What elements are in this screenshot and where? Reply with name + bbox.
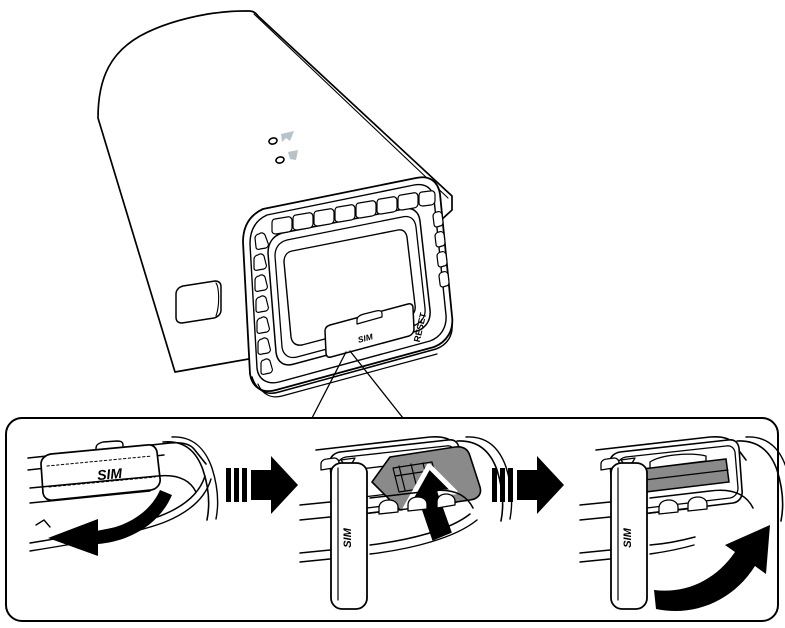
s3-body-line-1 [579, 489, 754, 509]
signal-led-icon [268, 137, 278, 145]
detail-panel: SIM [5, 417, 785, 622]
device-sim-label: SIM [357, 331, 375, 345]
s1-edge-right-1 [162, 441, 210, 521]
step-3-close-cover: SIM [579, 435, 785, 612]
t2-bar-1 [492, 468, 497, 502]
s3-sim-cover-flap-outline[interactable] [610, 462, 648, 610]
callout-line-left [311, 351, 347, 419]
side-port-inner [215, 282, 220, 317]
t1-bar-2 [234, 468, 239, 502]
s2-body-line-3 [299, 513, 471, 554]
status-led-icon [275, 156, 285, 164]
s1-open-arrow [48, 490, 172, 556]
device-illustration: SIM RESET [97, 10, 454, 398]
side-port [175, 280, 222, 324]
signal-led-glyph [281, 131, 294, 142]
device-sim-cover-outline[interactable] [324, 303, 415, 358]
s1-sim-label: SIM [96, 465, 123, 483]
s1-sim-cover-outline[interactable] [40, 443, 161, 502]
bezel-outer-inner-edge [249, 183, 447, 384]
t1-bar-1 [226, 468, 231, 502]
s2-body-line-4 [299, 519, 478, 563]
device-sim-cover-tab [356, 310, 383, 325]
detail-panel-border [5, 417, 779, 622]
s3-close-arrow [654, 525, 770, 612]
s3-edge-right-1 [736, 440, 784, 522]
t1-bar-3 [242, 468, 247, 502]
s2-body-line-1 [299, 489, 474, 509]
s2-sim-cover-flap[interactable]: SIM [330, 462, 368, 610]
s2-vent-bumps [378, 493, 456, 515]
s3-sim-cover-flap[interactable]: SIM [610, 462, 648, 610]
s2-sim-label: SIM [342, 527, 354, 547]
s1-body-line-1 [29, 490, 151, 504]
t2-bar-2 [500, 468, 505, 502]
s3-edge-right-2 [745, 436, 785, 467]
s3-vent-bumps [658, 496, 708, 515]
s2-edge-right-2 [465, 436, 513, 520]
s1-hinge-line [29, 474, 197, 493]
led-indicator-group [268, 131, 298, 164]
bezel-bottom-band-2 [257, 353, 438, 398]
s3-body-line-4 [579, 544, 695, 563]
device-top-fold [253, 13, 449, 199]
bezel-inner-frame-2 [274, 215, 426, 359]
callout-line-right [349, 350, 404, 419]
vent-slots-left [253, 232, 273, 375]
side-port-outline [175, 280, 222, 324]
device-sim-cover[interactable]: SIM [324, 303, 415, 358]
device-front-bezel: SIM RESET [242, 176, 454, 398]
t1-arrow-head [251, 456, 298, 514]
t2-bar-3 [508, 468, 513, 502]
s1-latch-detail [35, 519, 51, 528]
status-led-glyph [288, 150, 298, 160]
s2-sim-cover-flap-outline[interactable] [330, 462, 368, 610]
vent-slots-top [271, 190, 436, 235]
step-2-insert-card: SIM [299, 435, 513, 610]
s3-slot-lip [649, 453, 707, 469]
bezel-bottom-band [251, 323, 453, 394]
vent-slots-right [432, 211, 450, 288]
step-1-open-cover: SIM [27, 436, 219, 556]
transition-arrow-1 [226, 456, 298, 514]
s3-body-line-3 [579, 536, 696, 554]
s3-sim-label: SIM [622, 527, 634, 547]
s1-edge-right-2 [171, 436, 219, 520]
transition-arrow-2 [492, 456, 564, 514]
t2-arrow-head [517, 456, 564, 514]
callout-lines [311, 350, 404, 419]
s3-seated-card-edge [635, 469, 729, 482]
